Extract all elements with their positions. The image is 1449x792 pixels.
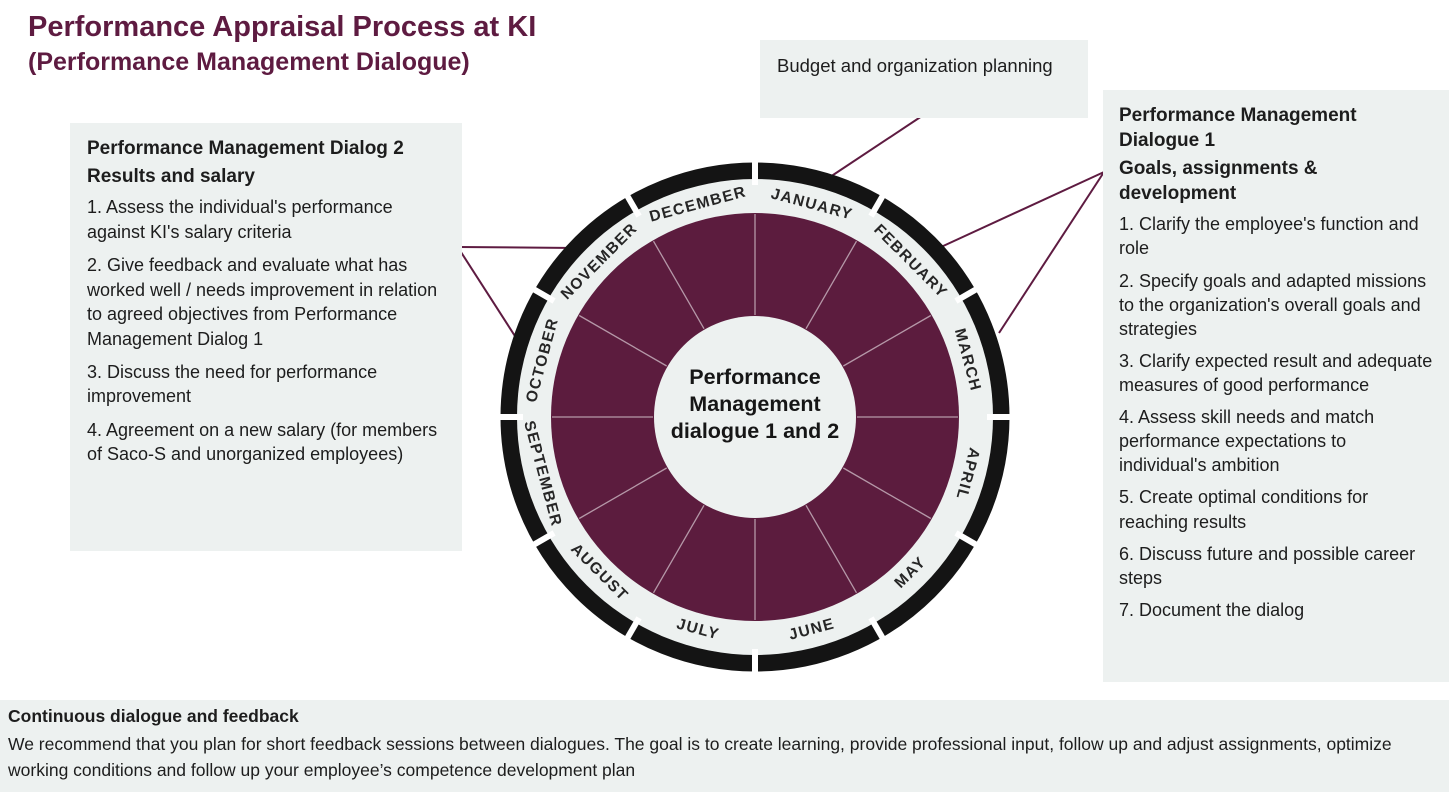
list-item: 4. Assess skill needs and match performa… [1119,407,1375,476]
dialogue-1-box: Performance Management Dialogue 1 Goals,… [1103,90,1449,682]
list-item: 4. Agreement on a new salary (for member… [87,419,438,465]
center-circle [654,316,856,518]
dialog-2-box: Performance Management Dialog 2 Results … [70,123,462,551]
list-item: 2. Specify goals and adapted missions to… [1119,270,1427,339]
segment-divider [843,314,932,367]
ring-notch [528,530,556,550]
dialog-2-list: 1. Assess the individual's performance a… [87,195,445,467]
list-item: 5. Create optimal conditions for reachin… [1119,487,1369,532]
page-title-line1: Performance Appraisal Process at KI [28,11,537,43]
process-wheel: JANUARYFEBRUARYMARCHAPRILMAYJUNEJULYAUGU… [495,157,1015,677]
segment-divider [805,505,858,594]
segment-divider [652,240,705,329]
list-item: 3. Clarify expected result and adequate … [1119,350,1433,395]
dialogue-1-heading: Performance Management Dialogue 1 [1119,105,1357,152]
footer-bar: Continuous dialogue and feedback We reco… [0,700,1449,792]
ring-notch [868,190,888,218]
list-item: 6. Discuss future and possible career st… [1119,543,1416,588]
ring-notch [868,616,888,644]
segment-divider [578,467,667,520]
dialog-2-subheading: Results and salary [87,166,255,188]
ring-notch [954,530,982,550]
footer-heading: Continuous dialogue and feedback [8,706,299,726]
list-item: 1. Clarify the employee's function and r… [1119,214,1419,259]
connector-top-box-january [823,115,923,182]
page-title-line2: (Performance Management Dialogue) [28,48,470,77]
segment-divider [652,505,705,594]
connector-left-box-november [457,246,577,249]
connector-right-box-february [940,171,1105,248]
list-item: 7. Document the dialog [1119,599,1305,620]
connector-right-box-march [998,171,1105,334]
dialogue-1-list: 1. Clarify the employee's function and r… [1119,212,1433,622]
segment-divider [843,467,932,520]
list-item: 2. Give feedback and evaluate what has w… [87,255,438,349]
segment-divider [805,240,858,329]
dialog-2-heading: Performance Management Dialog 2 [87,138,404,159]
page-title: Performance Appraisal Process at KI (Per… [28,8,536,78]
ring-notch [954,284,982,304]
segment-divider [578,314,667,367]
ring-notch [622,616,642,644]
dialogue-1-subheading: Goals, assignments & development [1119,158,1318,205]
budget-planning-text: Budget and organization planning [777,55,1053,76]
budget-planning-box: Budget and organization planning [760,40,1088,118]
footer-body: We recommend that you plan for short fee… [8,734,1392,780]
list-item: 1. Assess the individual's performance a… [87,197,393,242]
list-item: 3. Discuss the need for performance impr… [87,361,378,407]
ring-notch [622,190,642,218]
ring-notch [528,284,556,304]
